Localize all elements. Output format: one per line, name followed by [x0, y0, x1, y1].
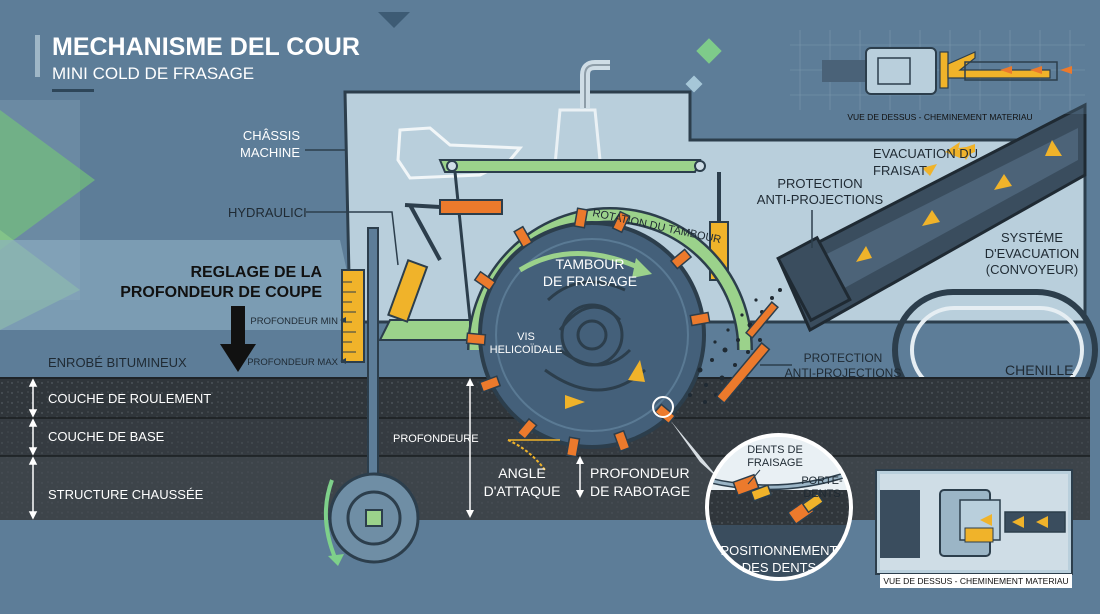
label-guard-bottom-1: PROTECTION [804, 351, 883, 365]
depth-gauge-ticks [342, 281, 356, 353]
conveyor-hopper [776, 235, 852, 323]
label-wearing-course: COUCHE DE ROULEMENT [48, 391, 211, 406]
leader-hydraulic [306, 211, 399, 266]
drum-rotation-arrow [518, 251, 642, 273]
planing-dimension-arrow [576, 490, 584, 498]
label-drum-1: TAMBOUR [556, 256, 625, 272]
screw-flow-arrow [565, 395, 585, 409]
label-holder-1: PORTE- [801, 475, 843, 487]
depth-arrow-down [220, 344, 256, 372]
label-attack-angle-1: ANGLE [498, 465, 545, 481]
leader-teeth [747, 469, 761, 485]
label-holder-2: DENTS [803, 488, 840, 500]
depth-arrow-shaft [231, 306, 245, 346]
label-bottom-view-caption: VUE DE DESSUS - CHEMINEMENT MATERIAU [883, 576, 1068, 586]
wheel-rotation-arrow [323, 479, 338, 561]
zoom-bubble-border [705, 433, 853, 581]
label-attack-angle-2: D'ATTAQUE [484, 483, 561, 499]
drum-rotation-arrowhead [632, 258, 652, 278]
label-positioning-2: DES DENTS [742, 560, 817, 575]
label-screw-1: VIS [517, 331, 535, 343]
title-bar [35, 35, 40, 77]
label-guard-bottom-2: ANTI-PROJECTIONS [785, 366, 902, 380]
label-guard-top-2: ANTI-PROJECTIONS [757, 192, 884, 207]
page-title: MECHANISME DEL COUR [52, 33, 360, 61]
background-shape [0, 240, 360, 330]
label-chassis-1: CHÂSSIS [243, 128, 300, 143]
label-teeth-1: DENTS DE [747, 444, 803, 456]
bottom-view-inset [875, 469, 1073, 575]
label-depth-adjust-1: REGLAGE DE LA [190, 264, 322, 281]
decor-triangle [0, 110, 95, 250]
drum-teeth [465, 207, 711, 458]
label-teeth-2: FRAISAGE [747, 457, 803, 469]
label-asphalt: ENROBÉ BITUMINEUX [48, 355, 187, 370]
conveyor-flow-arrows [856, 140, 1062, 262]
label-planing-depth-1: PROFONDEUR [590, 465, 690, 481]
label-conveyor-3: (CONVOYEUR) [986, 262, 1078, 277]
label-drum-2: DE FRAISAGE [543, 273, 637, 289]
screw-flow-arrow [628, 360, 645, 382]
frame-arm [378, 319, 471, 341]
title-underline [52, 89, 94, 92]
decor-triangle [378, 12, 410, 28]
anti-projection-guard [715, 341, 771, 405]
label-positioning-1: POSITIONNEMENT [720, 543, 837, 558]
bottom-view-caption-box [880, 574, 1072, 588]
decor-diamond [685, 75, 703, 93]
label-track: CHENILLE [1005, 362, 1073, 378]
depth-dimension-arrow [466, 510, 474, 518]
frame-link [453, 171, 472, 321]
depth-wheel-rim [346, 490, 402, 546]
label-conveyor-1: SYSTÉME [1001, 230, 1063, 245]
label-screw-2: HELICOÏDALE [490, 344, 563, 356]
label-top-view-caption: VUE DE DESSUS - CHEMINEMENT MATERIAU [847, 112, 1032, 122]
anti-projection-guard [745, 301, 779, 339]
label-chassis-2: MACHINE [240, 145, 300, 160]
label-planing-depth-2: DE RABOTAGE [590, 483, 690, 499]
depth-dimension-arrow [466, 378, 474, 386]
label-evacuation-2: FRAISAT [873, 163, 927, 178]
zoom-source-circle [652, 396, 674, 418]
label-evacuation-1: EVACUATION DU [873, 146, 978, 161]
label-depth-max: PROFONDEUR MAX [247, 357, 338, 368]
top-view-inset [788, 26, 1088, 114]
decor-diamond [696, 38, 722, 64]
label-hydraulic: HYDRAULICI [228, 205, 307, 220]
page-subtitle: MINI COLD DE FRASAGE [52, 64, 254, 83]
depth-wheel-hub [365, 509, 383, 527]
exhaust-pipe-outline [584, 64, 610, 108]
label-depth: PROFONDEURE [393, 433, 479, 445]
frame-top-bar [438, 159, 702, 173]
wheel-rotation-arrowhead [328, 554, 344, 566]
exhaust-pipe [580, 60, 610, 108]
label-base-course: COUCHE DE BASE [48, 429, 165, 444]
depth-max-pointer [340, 358, 346, 364]
helical-screw [544, 280, 646, 392]
milled-debris [688, 283, 794, 404]
label-structure: STRUCTURE CHAUSSÉE [48, 487, 204, 502]
label-guard-top-1: PROTECTION [777, 176, 862, 191]
planing-dimension-arrow [576, 456, 584, 464]
evacuation-arrow [945, 142, 975, 158]
milling-drum-inner [495, 238, 689, 432]
depth-min-pointer [340, 317, 346, 323]
label-depth-adjust-2: PROFONDEUR DE COUPE [120, 284, 322, 301]
layer-dimension-arrows [28, 378, 38, 520]
label-conveyor-2: D'EVACUATION [985, 246, 1079, 261]
label-depth-min: PROFONDEUR MIN [250, 316, 338, 327]
depth-gauge [341, 269, 365, 363]
